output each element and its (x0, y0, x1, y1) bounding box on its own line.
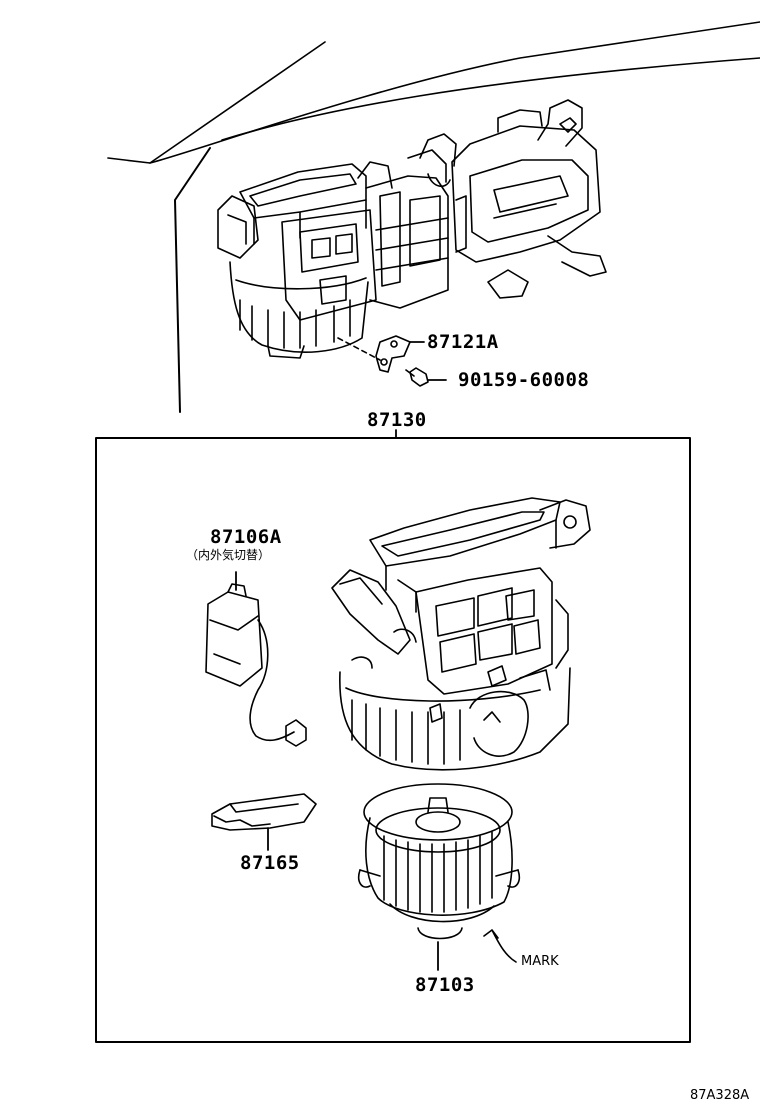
servo-motor-illustration (206, 572, 306, 746)
label-87121a: 87121A (427, 331, 499, 353)
label-87165: 87165 (240, 852, 300, 874)
label-90159-60008: 90159-60008 (458, 369, 590, 391)
resistor-illustration (212, 794, 316, 850)
label-87130: 87130 (367, 409, 427, 431)
screw-illustration (406, 368, 446, 386)
blower-motor-illustration (359, 784, 520, 970)
dashboard-outline (108, 22, 760, 412)
assembly-frame (96, 430, 690, 1042)
label-87106a: 87106A (210, 526, 282, 548)
mark-arrow (484, 930, 516, 962)
label-servo-note: （内外気切替） (186, 548, 271, 562)
label-mark: MARK (521, 954, 559, 969)
figure-code: 87A328A (690, 1088, 750, 1103)
hvac-unit-illustration (218, 100, 606, 358)
bracket-illustration (338, 336, 424, 372)
label-87103: 87103 (415, 974, 475, 996)
blower-assembly-illustration (332, 498, 590, 770)
